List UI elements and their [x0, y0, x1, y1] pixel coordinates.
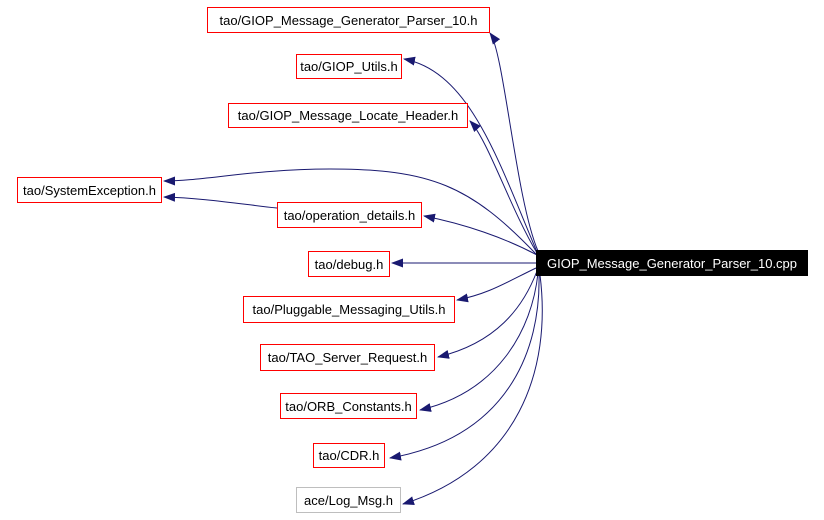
include-edge-cpp-to-parser10h [489, 32, 539, 252]
node-label: tao/Pluggable_Messaging_Utils.h [252, 302, 446, 317]
node-label: tao/operation_details.h [283, 207, 416, 223]
graph-node-serverreq[interactable]: tao/TAO_Server_Request.h [260, 344, 435, 371]
graph-node-pluggable[interactable]: tao/Pluggable_Messaging_Utils.h [243, 296, 455, 323]
include-edge-cpp-to-gioputils [403, 56, 538, 253]
graph-node-parser10h[interactable]: tao/GIOP_Message_Generator_Parser_10.h [207, 7, 490, 33]
graph-node-cdr[interactable]: tao/CDR.h [313, 443, 385, 468]
node-label: tao/GIOP_Message_Locate_Header.h [237, 108, 459, 123]
graph-node-logmsg: ace/Log_Msg.h [296, 487, 401, 513]
node-label: tao/GIOP_Message_Generator_Parser_10.h [219, 12, 478, 28]
include-edge-cpp-to-locateheader [469, 120, 538, 254]
graph-main-node-cpp: GIOP_Message_Generator_Parser_10.cpp [536, 250, 808, 276]
node-label: tao/GIOP_Utils.h [300, 59, 398, 74]
node-label: tao/debug.h [314, 256, 384, 272]
node-label: ace/Log_Msg.h [304, 492, 393, 508]
graph-node-locateheader[interactable]: tao/GIOP_Message_Locate_Header.h [228, 103, 468, 128]
node-label: tao/TAO_Server_Request.h [267, 350, 428, 365]
include-edge-cpp-to-opdetails [423, 213, 538, 256]
include-edge-cpp-to-pluggable [456, 267, 537, 303]
node-label: GIOP_Message_Generator_Parser_10.cpp [546, 255, 798, 271]
include-edge-opdetails-to-sysexception [163, 192, 278, 209]
graph-node-opdetails[interactable]: tao/operation_details.h [277, 202, 422, 228]
node-label: tao/CDR.h [318, 448, 380, 463]
graph-node-gioputils[interactable]: tao/GIOP_Utils.h [296, 54, 402, 79]
node-label: tao/ORB_Constants.h [285, 398, 412, 414]
graph-node-debug[interactable]: tao/debug.h [308, 251, 390, 277]
node-label: tao/SystemException.h [23, 182, 156, 198]
graph-node-orbconstants[interactable]: tao/ORB_Constants.h [280, 393, 417, 419]
include-edge-cpp-to-orbconstants [419, 272, 539, 412]
graph-node-sysexception[interactable]: tao/SystemException.h [17, 177, 162, 203]
